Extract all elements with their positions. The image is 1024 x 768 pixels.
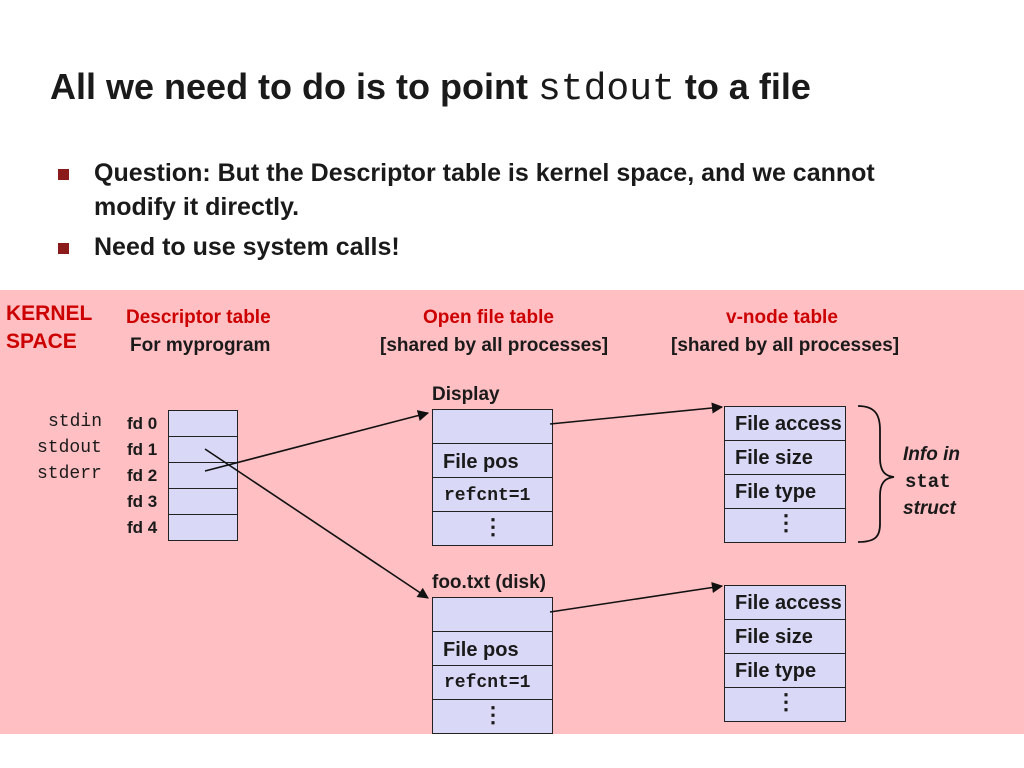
vnode1-file-type: File type xyxy=(735,481,817,503)
title-suffix: to a file xyxy=(674,66,811,107)
display-file-pos: File pos xyxy=(443,451,519,473)
bullet-text: Need to use system calls! xyxy=(94,233,400,261)
foo-entry-more xyxy=(432,699,553,734)
fd-label: fd 3 xyxy=(127,492,158,511)
vnode-table-subtitle: [shared by all processes] xyxy=(671,335,900,356)
kernel-space-label: KERNEL SPACE xyxy=(6,300,92,356)
stdout-label: stdout xyxy=(37,438,102,458)
bullet-square-icon xyxy=(58,169,69,180)
fd-slot-3 xyxy=(168,488,238,515)
vnode2-size-box xyxy=(724,619,846,654)
vnode1-file-access: File access xyxy=(735,413,842,435)
descriptor-table-title: Descriptor table xyxy=(126,307,271,328)
stderr-label: stderr xyxy=(37,464,102,484)
fd-slot-2 xyxy=(168,462,238,489)
vnode2-type-box xyxy=(724,653,846,688)
vnode2-access-box xyxy=(724,585,846,620)
open-file-table-title: Open file table xyxy=(423,307,554,328)
fd-label: fd 0 xyxy=(127,414,158,433)
bullet-list: Question: But the Descriptor table is ke… xyxy=(56,156,956,270)
vnode2-more-box xyxy=(724,687,846,722)
descriptor-table-subtitle: For myprogram xyxy=(130,335,271,356)
vnode-table-title: v-node table xyxy=(726,307,838,328)
vnode1-more-box xyxy=(724,508,846,543)
bullet-square-icon xyxy=(58,243,69,254)
bullet-item: Need to use system calls! xyxy=(56,230,956,264)
vnode2-file-type: File type xyxy=(735,660,817,682)
foo-entry-filepos xyxy=(432,631,553,666)
fd-label: fd 4 xyxy=(127,518,158,537)
fd-slot-4 xyxy=(168,514,238,541)
stat-label: stat xyxy=(905,471,951,493)
kernel-label-line: KERNEL xyxy=(6,302,93,325)
page-title: All we need to do is to point stdout to … xyxy=(50,66,811,111)
vnode1-type-box xyxy=(724,474,846,509)
fd-slot-0 xyxy=(168,410,238,437)
bullet-text: Question: But the Descriptor table is ke… xyxy=(94,159,875,221)
display-entry-top xyxy=(432,409,553,444)
vnode2-file-access: File access xyxy=(735,592,842,614)
foo-more-dots-icon: ⋮ xyxy=(482,702,504,727)
struct-label: struct xyxy=(903,498,956,519)
stdin-label: stdin xyxy=(48,412,103,432)
display-entry-more xyxy=(432,511,553,546)
info-in-label: Info in xyxy=(903,444,960,465)
fd-slot-1 xyxy=(168,436,238,463)
fd-label: fd 1 xyxy=(127,440,158,459)
vnode1-access-box xyxy=(724,406,846,441)
title-code: stdout xyxy=(538,68,675,111)
open-file-table-subtitle: [shared by all processes] xyxy=(380,335,609,356)
bullet-item: Question: But the Descriptor table is ke… xyxy=(56,156,956,224)
foo-entry-top xyxy=(432,597,553,632)
foo-file-name: foo.txt (disk) xyxy=(432,572,546,593)
display-entry-filepos xyxy=(432,443,553,478)
fd-label: fd 2 xyxy=(127,466,158,485)
foo-refcnt: refcnt=1 xyxy=(444,673,531,693)
vnode1-file-size: File size xyxy=(735,447,813,469)
display-file-name: Display xyxy=(432,384,500,405)
vnode2-file-size: File size xyxy=(735,626,813,648)
foo-file-pos: File pos xyxy=(443,639,519,661)
vnode1-more-dots-icon: ⋮ xyxy=(775,510,797,535)
display-more-dots-icon: ⋮ xyxy=(482,514,504,539)
kernel-label-line: SPACE xyxy=(6,330,77,353)
vnode2-more-dots-icon: ⋮ xyxy=(775,689,797,714)
display-refcnt: refcnt=1 xyxy=(444,486,531,506)
title-prefix: All we need to do is to point xyxy=(50,66,538,107)
